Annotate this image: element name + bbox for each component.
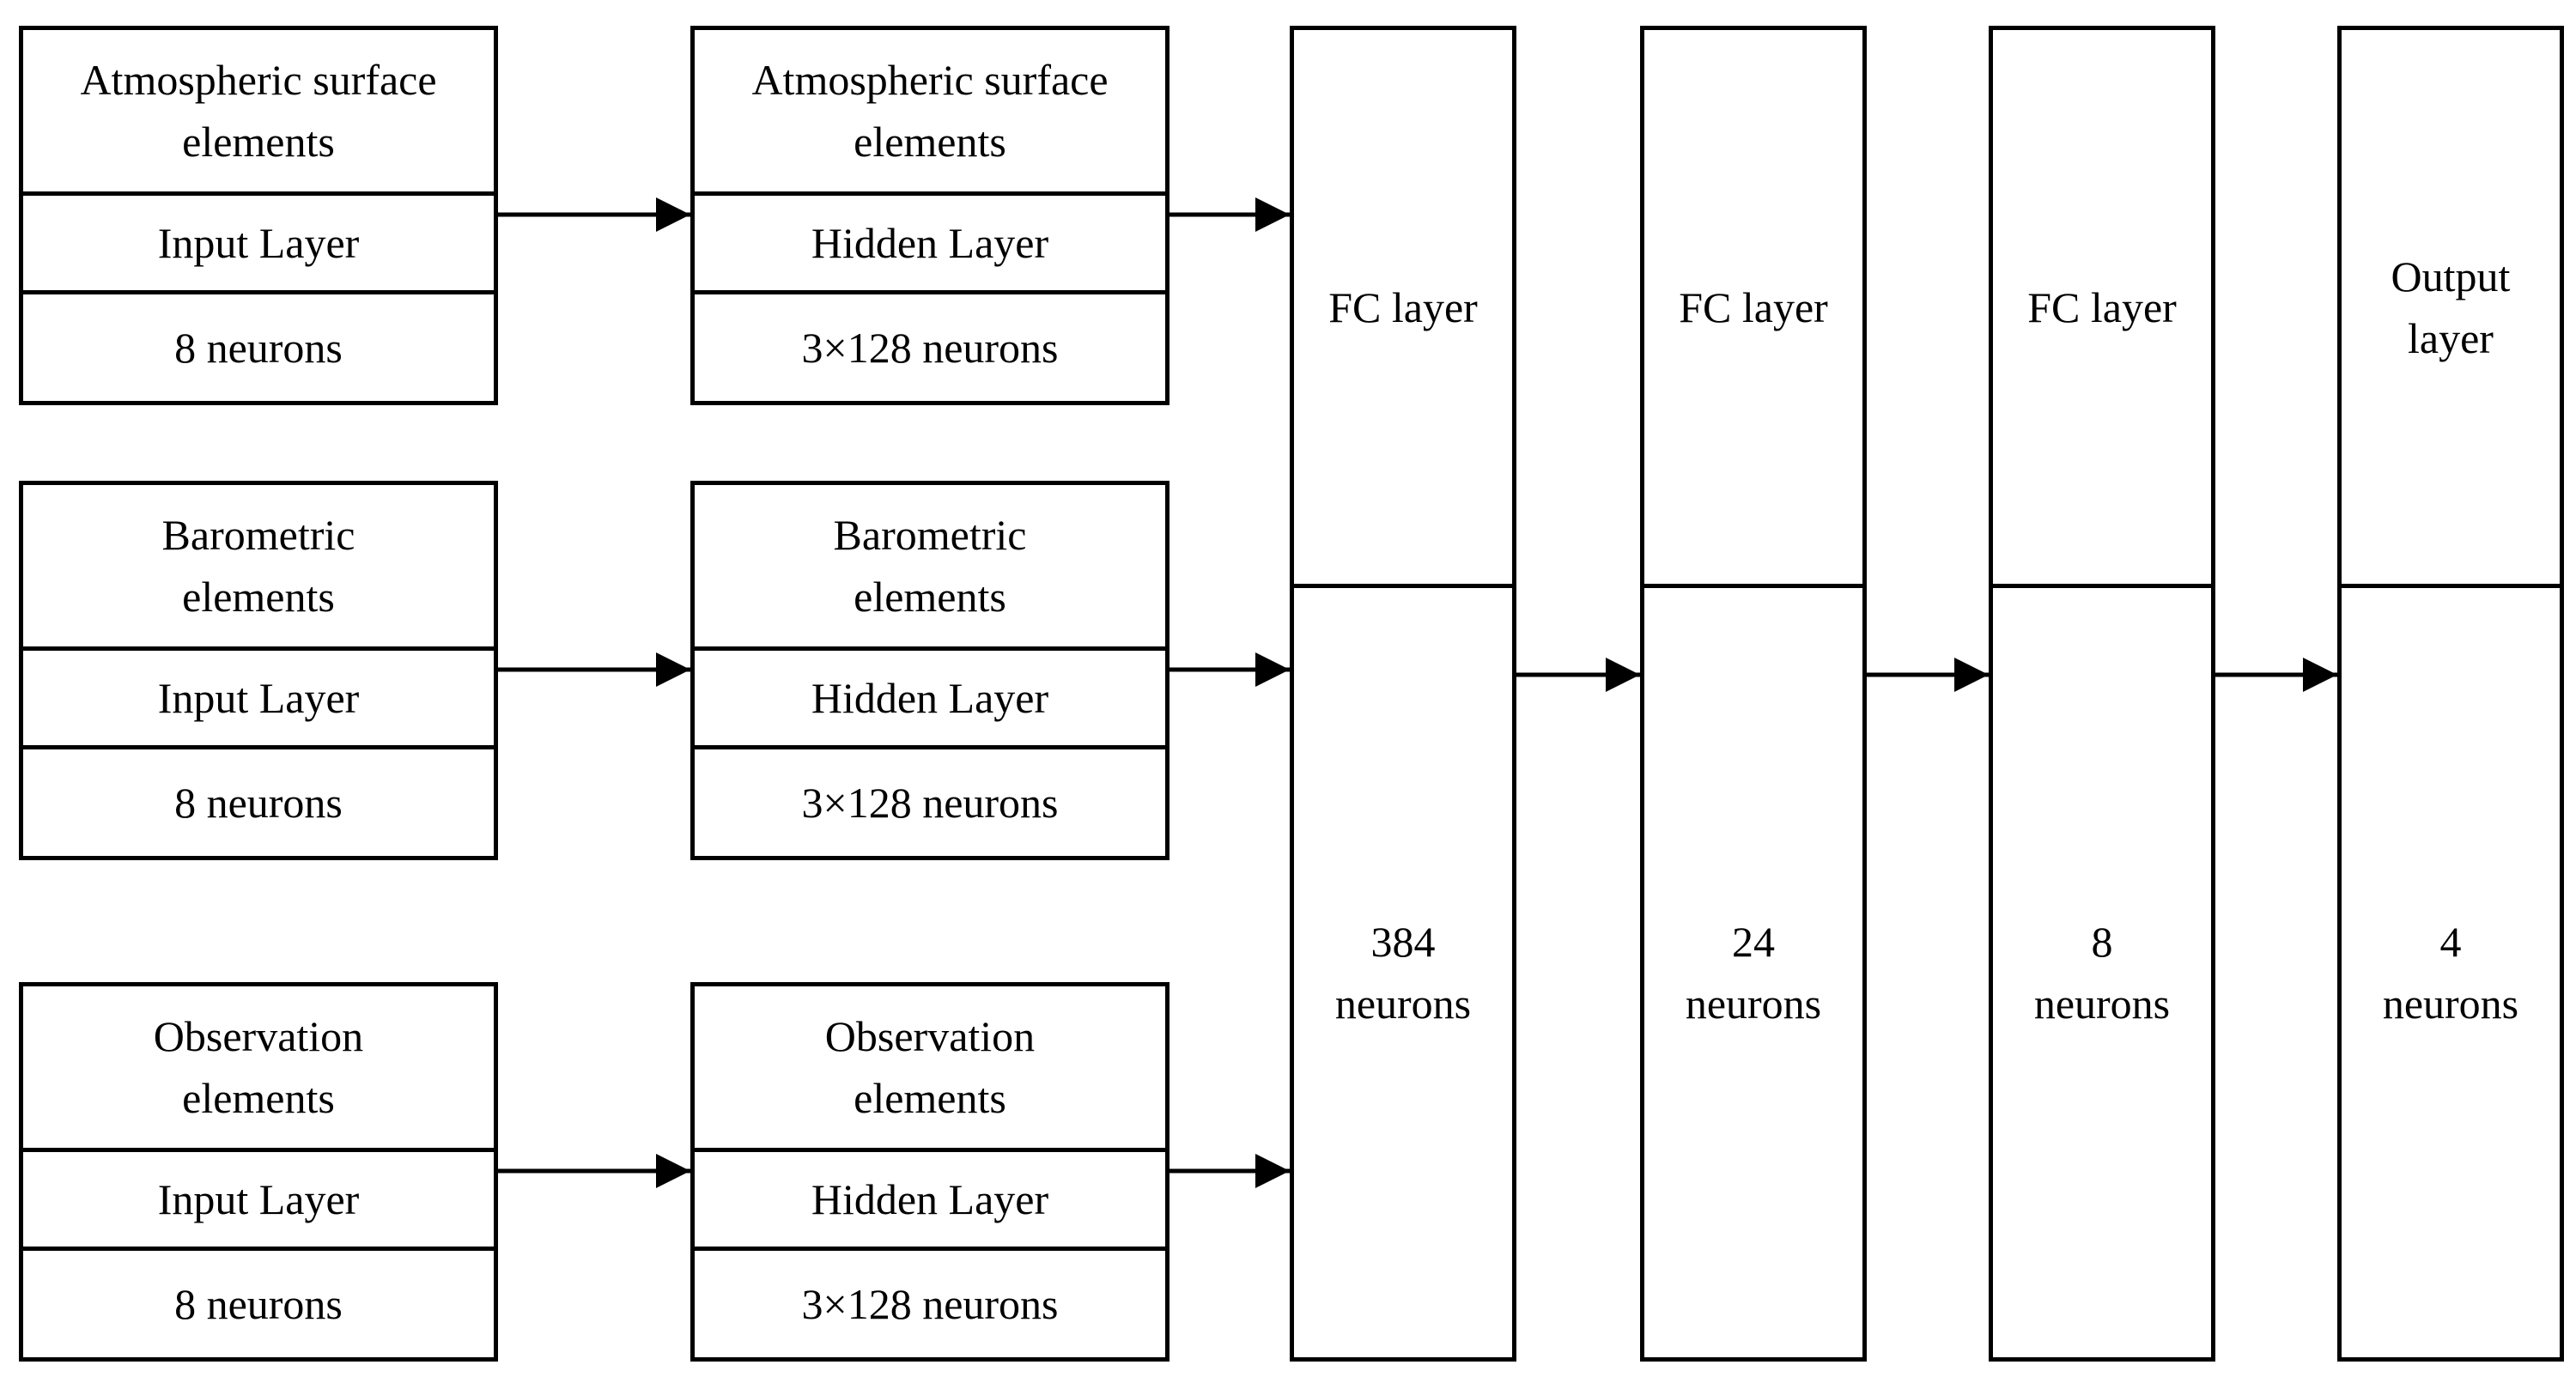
layer-name-line1: FC layer xyxy=(2027,282,2177,331)
neuron-count-label: 4 neurons xyxy=(2342,584,2560,1357)
layer-name: FC layer xyxy=(1294,30,1512,584)
branch-title: Atmospheric surface elements xyxy=(23,30,494,191)
neuron-count-label: 8 neurons xyxy=(23,745,494,856)
branch-title-line1: Observation xyxy=(153,1012,364,1060)
output-layer: Output layer 4 neurons xyxy=(2337,26,2564,1362)
branch-title: Atmospheric surface elements xyxy=(695,30,1165,191)
layer-name: Output layer xyxy=(2342,30,2560,584)
hidden-branch-observation: Observation elements Hidden Layer 3×128 … xyxy=(690,982,1170,1362)
branch-title: Observation elements xyxy=(695,986,1165,1148)
neuron-unit: neurons xyxy=(2382,980,2519,1028)
layer-name: FC layer xyxy=(1644,30,1862,584)
branch-title-line1: Atmospheric surface xyxy=(751,56,1109,104)
fc-layer-24: FC layer 24 neurons xyxy=(1640,26,1867,1362)
branch-title-line1: Barometric xyxy=(161,511,355,559)
hidden-branch-barometric: Barometric elements Hidden Layer 3×128 n… xyxy=(690,481,1170,860)
neuron-unit: neurons xyxy=(1334,980,1472,1028)
layer-type-label: Hidden Layer xyxy=(695,1148,1165,1247)
neuron-count-label: 3×128 neurons xyxy=(695,1247,1165,1357)
layer-type-label: Input Layer xyxy=(23,1148,494,1247)
layer-name-line1: Output xyxy=(2391,252,2511,300)
branch-title-line1: Atmospheric surface xyxy=(80,56,437,104)
neuron-count: 24 xyxy=(1732,918,1775,966)
input-branch-barometric: Barometric elements Input Layer 8 neuron… xyxy=(19,481,498,860)
neuron-count-label: 8 neurons xyxy=(23,290,494,401)
branch-title-line2: elements xyxy=(182,1074,335,1122)
branch-title-line2: elements xyxy=(182,573,335,621)
neuron-count-label: 3×128 neurons xyxy=(695,745,1165,856)
layer-name: FC layer xyxy=(1993,30,2211,584)
branch-title: Barometric elements xyxy=(695,485,1165,646)
hidden-branch-atmospheric: Atmospheric surface elements Hidden Laye… xyxy=(690,26,1170,405)
branch-title-line2: elements xyxy=(854,118,1006,166)
branch-title: Barometric elements xyxy=(23,485,494,646)
layer-name-line1: FC layer xyxy=(1328,282,1478,331)
input-branch-observation: Observation elements Input Layer 8 neuro… xyxy=(19,982,498,1362)
layer-type-label: Input Layer xyxy=(23,191,494,290)
branch-title-line2: elements xyxy=(182,118,335,166)
layer-type-label: Hidden Layer xyxy=(695,646,1165,745)
neuron-count-label: 8 neurons xyxy=(1993,584,2211,1357)
neuron-count: 384 xyxy=(1370,918,1436,966)
neuron-unit: neurons xyxy=(2033,980,2171,1028)
branch-title-line1: Observation xyxy=(824,1012,1036,1060)
input-branch-atmospheric: Atmospheric surface elements Input Layer… xyxy=(19,26,498,405)
layer-name-line1: FC layer xyxy=(1679,282,1828,331)
neuron-count-label: 8 neurons xyxy=(23,1247,494,1357)
branch-title-line1: Barometric xyxy=(833,511,1027,559)
branch-title-line2: elements xyxy=(854,573,1006,621)
layer-name-line2: layer xyxy=(2408,313,2494,362)
neuron-count-label: 3×128 neurons xyxy=(695,290,1165,401)
neuron-count: 4 xyxy=(2439,918,2462,966)
neuron-unit: neurons xyxy=(1685,980,1822,1028)
fc-layer-8: FC layer 8 neurons xyxy=(1989,26,2215,1362)
neuron-count-label: 384 neurons xyxy=(1294,584,1512,1357)
neuron-count-label: 24 neurons xyxy=(1644,584,1862,1357)
layer-type-label: Hidden Layer xyxy=(695,191,1165,290)
branch-title-line2: elements xyxy=(854,1074,1006,1122)
branch-title: Observation elements xyxy=(23,986,494,1148)
layer-type-label: Input Layer xyxy=(23,646,494,745)
fc-layer-384: FC layer 384 neurons xyxy=(1290,26,1516,1362)
neuron-count: 8 xyxy=(2091,918,2113,966)
